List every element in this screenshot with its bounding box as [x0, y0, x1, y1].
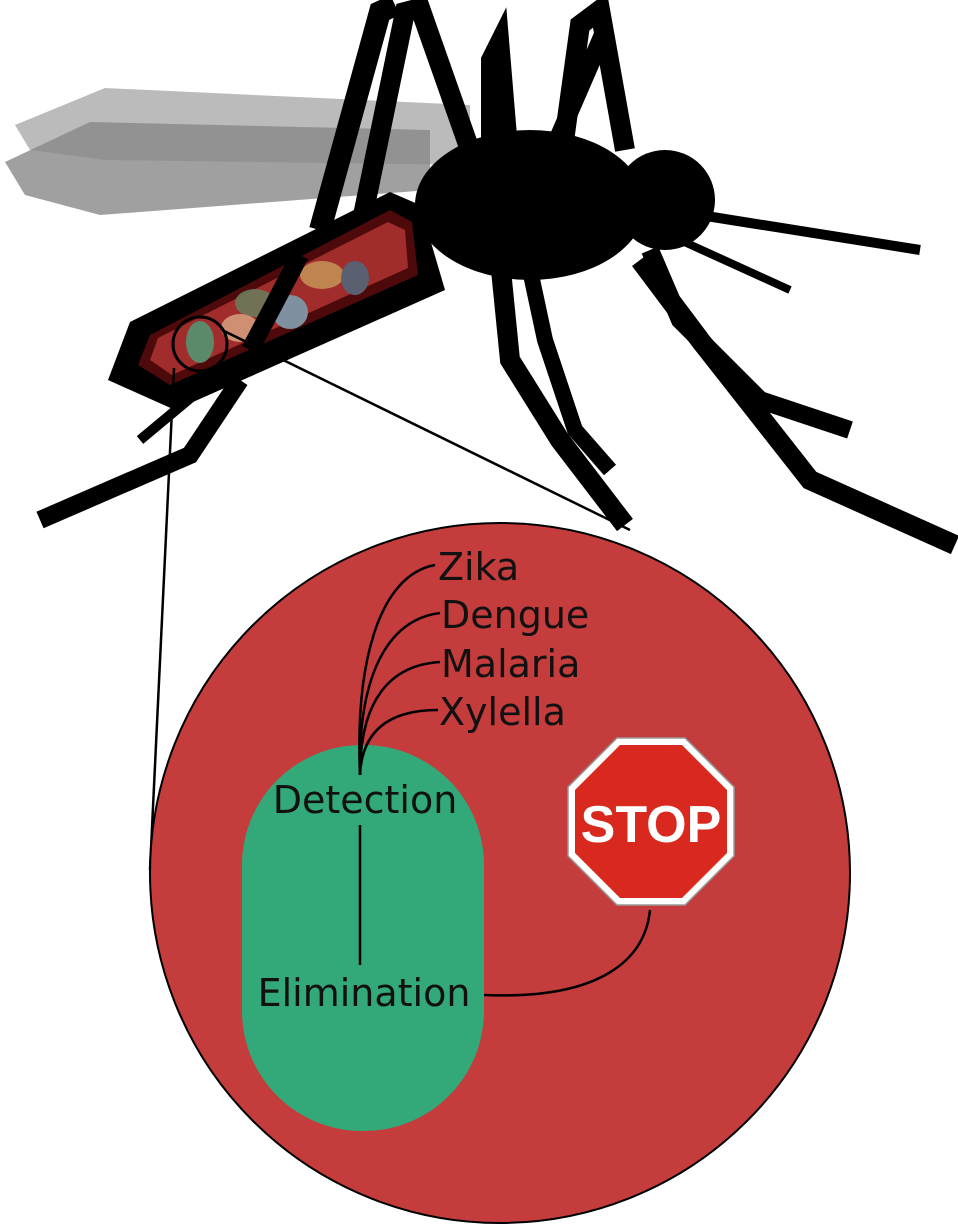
- pathogen-malaria: Malaria: [441, 642, 580, 686]
- mosquito-abdomen: [108, 192, 445, 410]
- elimination-label: Elimination: [258, 971, 471, 1015]
- mosquito-body: [415, 130, 715, 280]
- stop-sign-icon: STOP: [567, 737, 735, 906]
- mosquito-wings: [5, 88, 470, 215]
- detection-label: Detection: [273, 778, 458, 822]
- stop-text: STOP: [581, 796, 722, 854]
- pathogen-dengue: Dengue: [441, 593, 589, 637]
- pathogen-xylella: Xylella: [439, 690, 566, 734]
- zoom-lines: [148, 328, 631, 871]
- pathogen-connectors: [358, 563, 652, 997]
- detection-elimination-box: [242, 745, 484, 1131]
- mosquito-legs: [36, 0, 958, 555]
- pathogen-zika: Zika: [438, 545, 519, 589]
